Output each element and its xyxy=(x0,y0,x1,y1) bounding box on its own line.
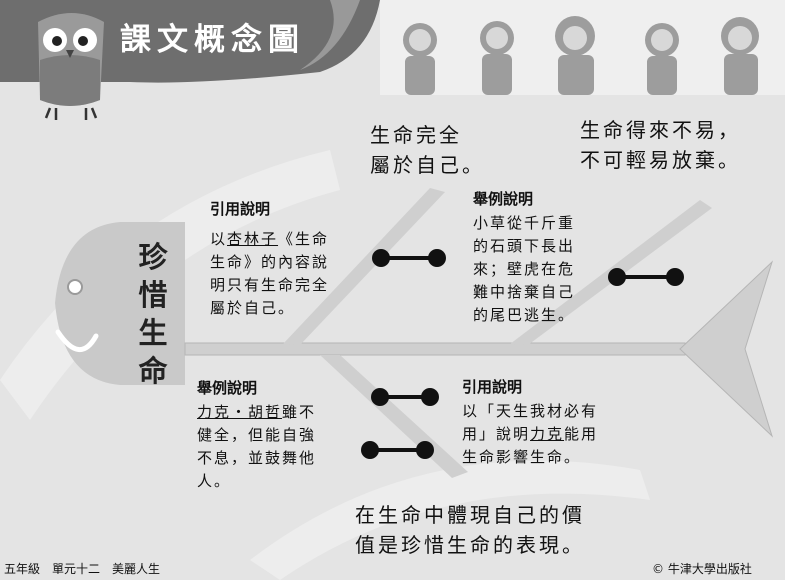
main-theme-char: 命 xyxy=(138,354,168,388)
connector-tr-dot-right xyxy=(666,268,684,286)
text-line: 明只有生命完全 xyxy=(210,274,329,297)
connector-tl-dot-right xyxy=(428,249,446,267)
text-line: 以「天生我材必有 xyxy=(462,400,598,423)
rib-upper-left xyxy=(283,188,445,345)
connector-bl-dot-right xyxy=(416,441,434,459)
fish-mouth xyxy=(55,329,99,352)
branch-body: 以杏林子《生命生命》的內容說明只有生命完全屬於自己。 xyxy=(210,228,329,320)
text-segment: 難中捨棄自己 xyxy=(473,283,576,301)
main-theme-char: 珍 xyxy=(138,240,168,274)
text-line: 人。 xyxy=(197,470,316,493)
text-segment: 能用 xyxy=(564,425,599,443)
branch-bottom-left: 舉例說明 力克・胡哲雖不健全，但能自強不息，並鼓舞他人。 xyxy=(197,377,316,493)
rib-lower-left xyxy=(320,355,468,478)
text-segment: 生命影響生命。 xyxy=(462,448,582,466)
underlined-name: 力克 xyxy=(530,425,565,443)
branch-body: 以「天生我材必有用」說明力克能用生命影響生命。 xyxy=(462,400,598,469)
underlined-name: 力克・胡哲 xyxy=(197,403,283,421)
text-line: 不息，並鼓舞他 xyxy=(197,447,316,470)
branch-top-right: 舉例說明 小草從千斤重的石頭下長出來；壁虎在危難中捨棄自己的尾巴逃生。 xyxy=(473,188,575,327)
statement-line: 屬於自己。 xyxy=(370,153,485,177)
fish-tail xyxy=(679,260,774,438)
statement-line: 生命完全 xyxy=(370,123,462,147)
branch-top-left: 引用說明 以杏林子《生命生命》的內容說明只有生命完全屬於自己。 xyxy=(210,198,329,320)
connector-tr-dot-left xyxy=(608,268,626,286)
text-segment: 健全，但能自強 xyxy=(197,426,317,444)
main-theme: 珍 惜 生 命 xyxy=(133,238,173,390)
main-theme-char: 惜 xyxy=(138,278,168,312)
statement-line: 不可輕易放棄。 xyxy=(580,148,741,172)
fish-eye xyxy=(67,279,83,295)
branch-bottom-right: 引用說明 以「天生我材必有用」說明力克能用生命影響生命。 xyxy=(462,376,598,469)
header-band-accent xyxy=(300,0,360,70)
page-title: 課文概念圖 xyxy=(120,22,305,58)
branch-body: 小草從千斤重的石頭下長出來；壁虎在危難中捨棄自己的尾巴逃生。 xyxy=(473,212,575,327)
text-segment: 《生命 xyxy=(278,230,330,248)
text-segment: 生命》的內容說 xyxy=(210,253,330,271)
statement-line: 值是珍惜生命的表現。 xyxy=(355,533,585,557)
statement-line: 在生命中體現自己的價 xyxy=(355,503,585,527)
statement-top-right: 生命得來不易， 不可輕易放棄。 xyxy=(580,115,741,175)
branch-heading: 引用說明 xyxy=(210,200,271,218)
background-sweep xyxy=(0,150,340,420)
statement-top-center: 生命完全 屬於自己。 xyxy=(370,120,485,180)
background-sweep-lower xyxy=(250,460,650,580)
text-line: 以杏林子《生命 xyxy=(210,228,329,251)
text-segment: 的尾巴逃生。 xyxy=(473,306,576,324)
connector-br-dot-right xyxy=(421,388,439,406)
text-line: 健全，但能自強 xyxy=(197,424,316,447)
text-segment: 的石頭下長出 xyxy=(473,237,576,255)
footer-copyright: © 牛津大學出版社 xyxy=(652,562,752,576)
branch-heading: 舉例說明 xyxy=(473,190,534,208)
children-illustration xyxy=(380,0,785,95)
connector-br-dot-left xyxy=(371,388,389,406)
text-line: 屬於自己。 xyxy=(210,297,329,320)
text-segment: 以 xyxy=(210,230,228,248)
text-segment: 雖不 xyxy=(282,403,317,421)
branch-body: 力克・胡哲雖不健全，但能自強不息，並鼓舞他人。 xyxy=(197,401,316,493)
text-segment: 屬於自己。 xyxy=(210,299,296,317)
connector-bl-dot-left xyxy=(361,441,379,459)
footer-course-info: 五年級 單元十二 美麗人生 xyxy=(4,562,161,576)
fish-spine xyxy=(184,342,686,356)
text-line: 小草從千斤重 xyxy=(473,212,575,235)
text-segment: 明只有生命完全 xyxy=(210,276,330,294)
text-segment: 來；壁虎在危 xyxy=(473,260,576,278)
underlined-name: 杏林子 xyxy=(227,230,279,248)
text-line: 生命影響生命。 xyxy=(462,446,598,469)
text-segment: 用」說明 xyxy=(462,425,531,443)
statement-line: 生命得來不易， xyxy=(580,118,741,142)
text-segment: 小草從千斤重 xyxy=(473,214,576,232)
text-line: 力克・胡哲雖不 xyxy=(197,401,316,424)
main-theme-char: 生 xyxy=(138,316,168,350)
text-segment: 人。 xyxy=(197,472,232,490)
text-line: 來；壁虎在危 xyxy=(473,258,575,281)
text-segment: 不息，並鼓舞他 xyxy=(197,449,317,467)
text-line: 的石頭下長出 xyxy=(473,235,575,258)
text-line: 的尾巴逃生。 xyxy=(473,304,575,327)
text-segment: 以「天生我材必有 xyxy=(462,402,599,420)
connector-tl-dot-left xyxy=(372,249,390,267)
text-line: 難中捨棄自己 xyxy=(473,281,575,304)
text-line: 用」說明力克能用 xyxy=(462,423,598,446)
owl-mascot-icon xyxy=(38,13,104,120)
text-line: 生命》的內容說 xyxy=(210,251,329,274)
statement-bottom-center: 在生命中體現自己的價 值是珍惜生命的表現。 xyxy=(355,500,585,560)
branch-heading: 引用說明 xyxy=(462,378,523,396)
branch-heading: 舉例說明 xyxy=(197,379,258,397)
